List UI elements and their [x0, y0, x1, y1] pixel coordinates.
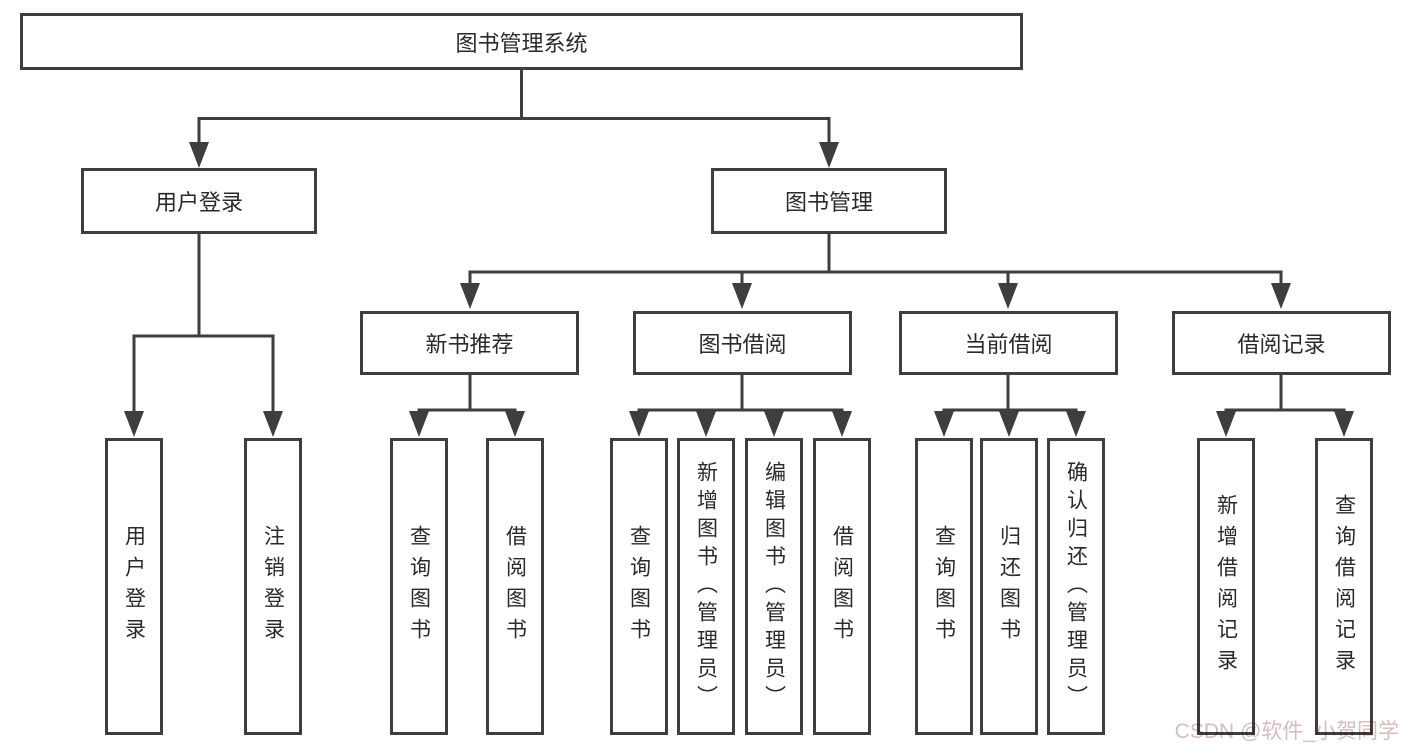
csdn-watermark: CSDN @软件_小贺同学	[1174, 720, 1399, 743]
node-user-login: 用户登录	[81, 168, 317, 234]
arrowhead	[189, 142, 209, 168]
node-label: 图书管理	[784, 190, 873, 215]
arrowhead	[934, 411, 954, 437]
arrowhead	[764, 411, 784, 437]
leaf-borrow-books: 借阅图书	[813, 438, 871, 735]
leaf-confirm-return-admin: 确认归还（管理员）	[1047, 438, 1105, 735]
node-label: 用户登录	[122, 524, 146, 649]
leaf-query-borrow-record: 查询借阅记录	[1315, 438, 1373, 735]
connector-root-to-level2	[197, 70, 831, 147]
node-label: 新书推荐	[425, 332, 514, 357]
connector-user-login-branch	[132, 234, 275, 415]
arrowhead	[409, 411, 429, 437]
arrowhead	[629, 411, 649, 437]
node-label: 当前借阅	[964, 332, 1053, 357]
leaf-query-books-recommend: 查询图书	[390, 438, 448, 735]
connector-new-book-group	[417, 375, 517, 416]
arrowhead	[696, 411, 716, 437]
leaf-borrow-books-recommend: 借阅图书	[486, 438, 544, 735]
arrowhead	[1216, 411, 1236, 437]
node-label: 借阅图书	[830, 524, 854, 649]
node-label: 查询图书	[627, 524, 651, 649]
node-label: 查询借阅记录	[1332, 493, 1356, 680]
leaf-query-books-current: 查询图书	[915, 438, 973, 735]
node-label: 注销登录	[261, 524, 285, 649]
arrowhead	[819, 142, 839, 168]
leaf-edit-books-admin: 编辑图书（管理员）	[745, 438, 803, 735]
arrowhead	[124, 411, 144, 437]
arrowhead	[1334, 411, 1354, 437]
node-book-borrowing: 图书借阅	[633, 311, 852, 375]
node-label: 确认归还（管理员）	[1064, 460, 1088, 713]
leaf-add-books-admin: 新增图书（管理员）	[677, 438, 735, 735]
node-label: 借阅图书	[503, 524, 527, 649]
node-borrowing-records: 借阅记录	[1172, 311, 1391, 375]
arrowhead	[263, 411, 283, 437]
node-book-management: 图书管理	[711, 168, 947, 234]
node-label: 借阅记录	[1237, 332, 1326, 357]
arrowhead	[832, 411, 852, 437]
arrowhead	[460, 283, 480, 309]
node-label: 新增借阅记录	[1214, 493, 1238, 680]
arrowhead	[732, 283, 752, 309]
leaf-return-books: 归还图书	[980, 438, 1038, 735]
connector-book-management-branch	[468, 234, 1283, 288]
connector-book-borrowing-group	[637, 375, 844, 416]
arrowhead	[999, 411, 1019, 437]
node-library-system: 图书管理系统	[20, 13, 1023, 70]
arrowhead	[998, 283, 1018, 309]
node-current-borrowing: 当前借阅	[899, 311, 1118, 375]
arrowhead	[1066, 411, 1086, 437]
node-label: 用户登录	[154, 190, 243, 215]
node-label: 编辑图书（管理员）	[762, 460, 786, 713]
node-label: 归还图书	[997, 524, 1021, 649]
node-label: 查询图书	[407, 524, 431, 649]
leaf-logout: 注销登录	[244, 438, 302, 735]
node-label: 新增图书（管理员）	[694, 460, 718, 713]
node-label: 图书借阅	[698, 332, 787, 357]
leaf-user-login: 用户登录	[105, 438, 163, 735]
leaf-add-borrow-record: 新增借阅记录	[1197, 438, 1255, 735]
connector-borrowing-records-group	[1224, 375, 1346, 416]
node-label: 查询图书	[932, 524, 956, 649]
arrowhead	[1271, 283, 1291, 309]
node-new-book-recommend: 新书推荐	[360, 311, 579, 375]
connector-current-borrowing-group	[942, 375, 1078, 416]
node-label: 图书管理系统	[455, 30, 588, 56]
leaf-query-books-borrowing: 查询图书	[610, 438, 668, 735]
arrowhead	[505, 411, 525, 437]
